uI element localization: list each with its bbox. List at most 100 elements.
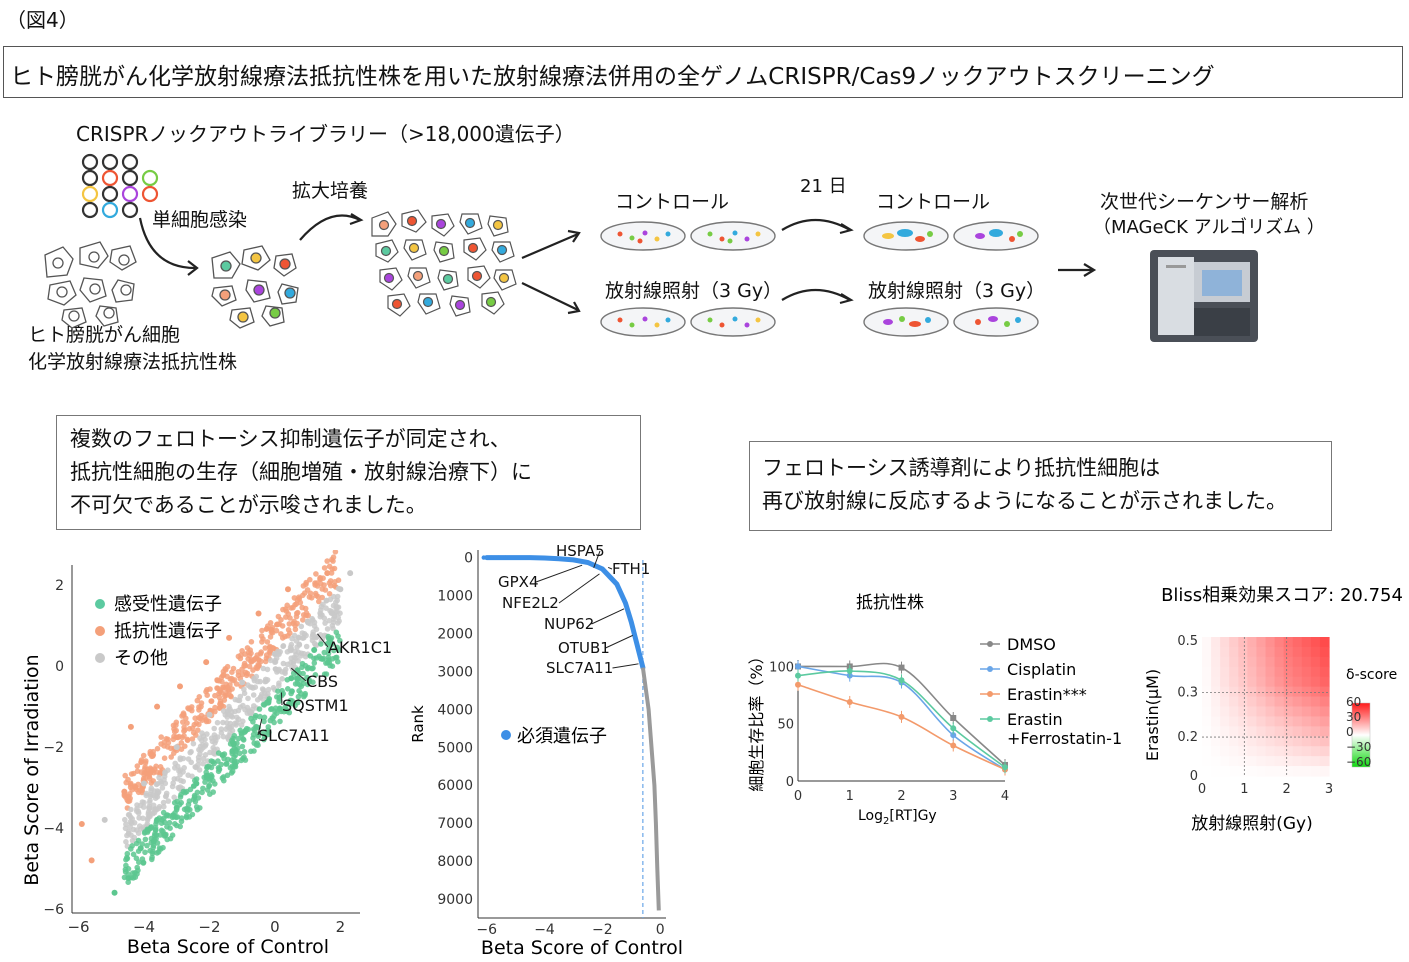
scatter-y-tick: −6 bbox=[43, 902, 64, 918]
heatmap-y-label: Erastin(μM) bbox=[1143, 669, 1162, 761]
heatmap-cell bbox=[1283, 746, 1294, 757]
scatter-cloud-point bbox=[148, 780, 154, 786]
rank-annotation-line bbox=[607, 566, 613, 570]
scatter-cloud-point bbox=[265, 686, 272, 693]
scatter-cloud-point bbox=[313, 592, 320, 599]
scatter-cloud-point bbox=[273, 627, 280, 634]
heatmap-cell bbox=[1238, 706, 1248, 718]
scatter-cloud-point bbox=[216, 694, 223, 701]
heatmap-cell bbox=[1229, 676, 1239, 688]
scatter-cloud-point bbox=[318, 603, 325, 610]
scatter-cloud-point bbox=[224, 673, 230, 680]
scatter-cloud-point bbox=[330, 619, 337, 626]
scatter-cloud-point bbox=[276, 680, 282, 686]
heatmap-cell bbox=[1211, 656, 1221, 668]
scatter-cloud-point bbox=[210, 750, 217, 756]
scatter-cloud-point bbox=[122, 816, 128, 823]
heatmap-cell bbox=[1229, 696, 1239, 708]
scatter-cloud-point bbox=[135, 789, 142, 796]
findings-note-line1: 複数のフェロトーシス抑制遺伝子が同定され、 bbox=[70, 427, 511, 451]
heatmap-cell bbox=[1256, 746, 1267, 757]
heatmap-cell bbox=[1265, 726, 1276, 737]
heatmap-cell bbox=[1274, 676, 1285, 688]
scatter-x-tick: −6 bbox=[67, 918, 89, 936]
scatter-cloud-point bbox=[224, 734, 231, 741]
heatmap-cell bbox=[1256, 637, 1267, 648]
heatmap-cell bbox=[1238, 666, 1248, 678]
scatter-cloud-point bbox=[331, 593, 337, 600]
rank-y-tick: 8000 bbox=[437, 854, 473, 870]
heatmap-cell bbox=[1238, 637, 1248, 648]
scatter-cloud-point bbox=[337, 610, 343, 616]
heatmap-cell bbox=[1292, 706, 1303, 718]
heatmap-cell bbox=[1211, 696, 1221, 708]
scatter-cloud-point bbox=[319, 594, 326, 601]
heatmap-cell bbox=[1301, 666, 1312, 678]
heatmap-cell bbox=[1238, 646, 1248, 658]
scatter-cloud-point bbox=[214, 685, 220, 691]
heatmap-cell bbox=[1283, 646, 1294, 658]
heatmap-cell bbox=[1211, 746, 1221, 757]
scatter-cloud-point bbox=[307, 653, 314, 659]
rank-annotation: OTUB1 bbox=[558, 639, 610, 657]
heatmap-cell bbox=[1220, 746, 1230, 757]
rank-annotation-line bbox=[593, 550, 601, 569]
survival-x-tick: 3 bbox=[949, 789, 957, 804]
rank-point bbox=[481, 555, 486, 560]
scatter-cloud-point bbox=[140, 815, 146, 822]
rank-y-tick: 7000 bbox=[437, 816, 473, 832]
scatter-y-label: Beta Score of Irradiation bbox=[21, 654, 43, 885]
scatter-cloud-point bbox=[303, 612, 309, 619]
scatter-cloud-point bbox=[125, 866, 132, 872]
scatter-cloud-point bbox=[277, 718, 283, 725]
heatmap-cell bbox=[1229, 706, 1239, 718]
heatmap-cell bbox=[1220, 666, 1230, 678]
scatter-cloud-point bbox=[265, 727, 271, 734]
heatmap-cell bbox=[1274, 706, 1285, 718]
heatmap-cell bbox=[1283, 676, 1294, 688]
scatter-cloud-point bbox=[150, 839, 157, 845]
heatmap-x-tick: 0 bbox=[1198, 782, 1206, 797]
scatter-cloud-point bbox=[189, 736, 196, 742]
heatmap-cell bbox=[1292, 637, 1303, 648]
heatmap-cell bbox=[1283, 666, 1294, 678]
scatter-cloud-point bbox=[227, 682, 233, 688]
cell-cluster-plain bbox=[44, 241, 137, 329]
scatter-cloud-point bbox=[295, 658, 302, 664]
scatter-cloud-point bbox=[296, 642, 303, 648]
scatter-cloud-point bbox=[199, 730, 205, 736]
survival-x-tick: 0 bbox=[794, 789, 802, 804]
scatter-cloud-point bbox=[181, 728, 187, 734]
scatter-cloud-point bbox=[165, 798, 172, 804]
rank-point bbox=[496, 555, 501, 560]
scatter-cloud-point bbox=[241, 749, 248, 755]
scatter-cloud-point bbox=[262, 678, 269, 685]
scatter-annotation: SLC7A11 bbox=[258, 726, 330, 745]
scatter-cloud-point bbox=[251, 675, 257, 682]
heatmap-cell bbox=[1229, 637, 1239, 648]
scatter-cloud-point bbox=[321, 565, 328, 571]
scatter-cloud-point bbox=[147, 770, 154, 776]
colorbar-tick: 0 bbox=[1346, 725, 1354, 739]
scatter-cloud-point bbox=[294, 610, 300, 617]
scatter-point bbox=[127, 723, 134, 730]
scatter-cloud-point bbox=[229, 737, 235, 744]
scatter-point bbox=[137, 845, 144, 852]
scatter-y-tick: 0 bbox=[55, 659, 64, 675]
sequencing-label-line1: 次世代シーケンサー解析 bbox=[1100, 191, 1309, 213]
scatter-point bbox=[304, 618, 311, 625]
scatter-cloud-point bbox=[150, 802, 157, 809]
heatmap-cell bbox=[1301, 646, 1312, 658]
scatter-annotation-line bbox=[257, 718, 263, 736]
scatter-cloud-point bbox=[337, 637, 343, 644]
scatter-cloud-point bbox=[238, 722, 245, 728]
scatter-cloud-point bbox=[326, 563, 333, 570]
scatter-cloud-point bbox=[134, 864, 140, 871]
heatmap-cell bbox=[1247, 666, 1258, 678]
scatter-cloud-point bbox=[193, 776, 200, 782]
scatter-cloud-point bbox=[200, 744, 206, 751]
scatter-cloud-point bbox=[294, 620, 300, 627]
heatmap-cell bbox=[1202, 656, 1212, 668]
scatter-cloud-point bbox=[140, 860, 147, 866]
